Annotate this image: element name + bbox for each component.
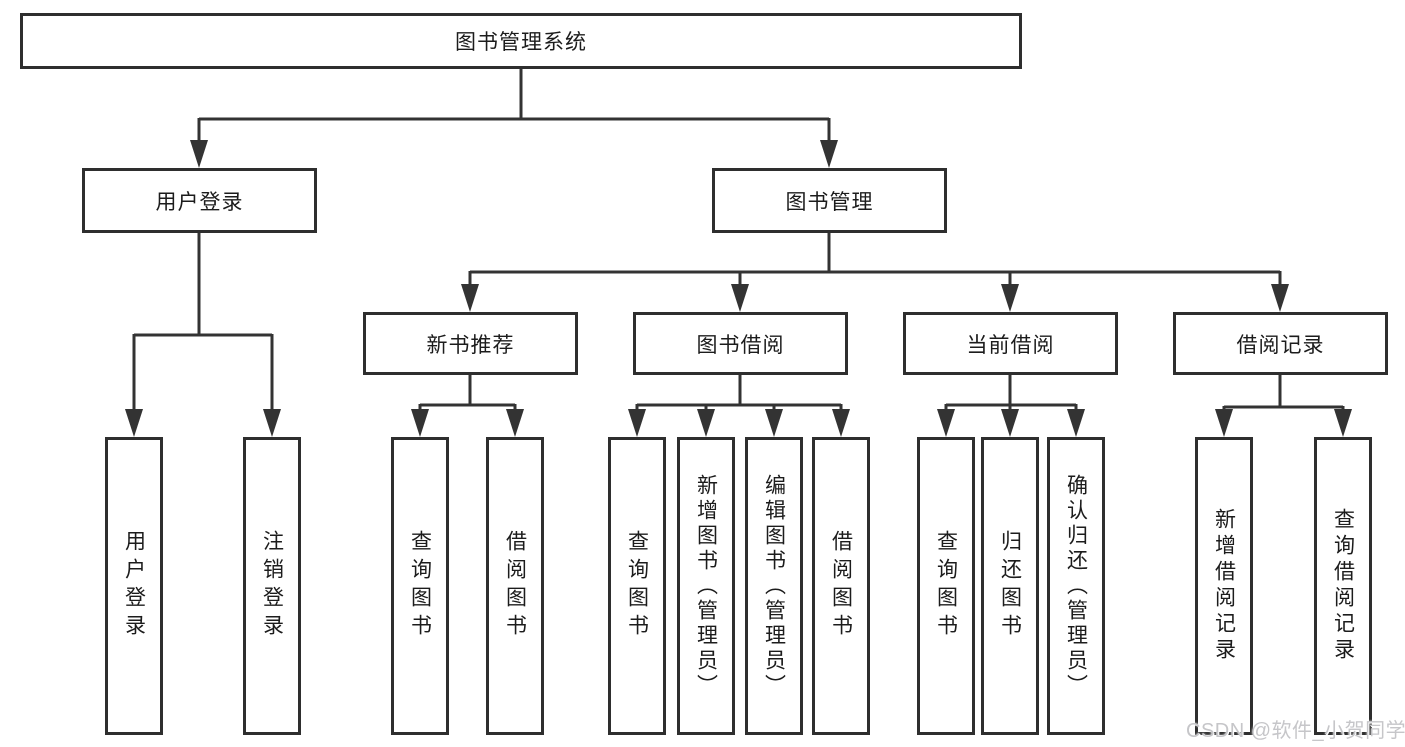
node-leaf-user-login: 用户登录: [105, 437, 163, 735]
watermark: CSDN @软件_小贺同学: [1186, 720, 1405, 742]
node-leaf-logout: 注销登录: [243, 437, 301, 735]
node-leaf-query-books-1: 查询图书: [391, 437, 449, 735]
arrowhead-icons: [125, 140, 1352, 437]
node-user-login: 用户登录: [82, 168, 317, 233]
node-book-borrowing: 图书借阅: [633, 312, 848, 375]
node-leaf-add-borrow-record: 新增借阅记录: [1195, 437, 1253, 735]
node-leaf-edit-books-admin: 编辑图书（管理员）: [745, 437, 803, 735]
node-leaf-borrow-books-1: 借阅图书: [486, 437, 544, 735]
node-leaf-add-books-admin: 新增图书（管理员）: [677, 437, 735, 735]
node-book-management: 图书管理: [712, 168, 947, 233]
node-current-borrowing: 当前借阅: [903, 312, 1118, 375]
node-leaf-query-books-3: 查询图书: [917, 437, 975, 735]
node-library-system: 图书管理系统: [20, 13, 1022, 69]
node-leaf-confirm-return-admin: 确认归还（管理员）: [1047, 437, 1105, 735]
node-leaf-borrow-books-2: 借阅图书: [812, 437, 870, 735]
node-borrowing-records: 借阅记录: [1173, 312, 1388, 375]
node-leaf-query-books-2: 查询图书: [608, 437, 666, 735]
node-new-book-recommendation: 新书推荐: [363, 312, 578, 375]
node-leaf-return-books: 归还图书: [981, 437, 1039, 735]
node-leaf-query-borrow-record: 查询借阅记录: [1314, 437, 1372, 735]
